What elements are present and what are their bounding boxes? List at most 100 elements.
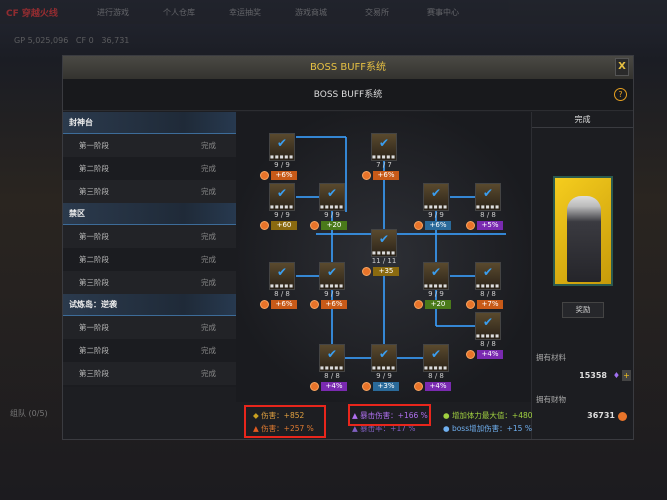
stage-label: 第二阶段: [79, 255, 109, 264]
stars-icon: ■■■■■: [270, 204, 294, 209]
hp-icon: ●: [443, 411, 450, 420]
stage-group-header[interactable]: 封神台: [63, 112, 236, 134]
stage-row[interactable]: 第二阶段完成: [63, 339, 236, 362]
coin-icon: [310, 382, 319, 391]
buff-node[interactable]: ✔■■■■■ 8 / 8 +4%: [414, 344, 451, 391]
stage-group-header[interactable]: 禁区: [63, 203, 236, 225]
stage-group-header[interactable]: 试炼岛：逆袭: [63, 294, 236, 316]
buff-node[interactable]: ✔■■■■■ 8 / 8 +4%: [466, 312, 503, 359]
node-portrait: ✔■■■■■: [371, 344, 397, 372]
node-count: 9 / 9: [376, 372, 392, 380]
node-bonus: +7%: [466, 300, 503, 309]
buff-node[interactable]: ✔■■■■■ 11 / 11 +35: [362, 229, 399, 276]
close-button[interactable]: X: [615, 58, 629, 76]
check-icon: ✔: [379, 232, 390, 246]
buff-node[interactable]: ✔■■■■■ 9 / 9 +6%: [260, 133, 297, 180]
nav-item[interactable]: 交易所: [365, 7, 389, 17]
subtitle: BOSS BUFF系统: [313, 90, 383, 100]
bonus-value: +6%: [425, 221, 451, 230]
buff-damage-flat: ◆ 伤害：+852: [253, 411, 305, 420]
buff-node[interactable]: ✔■■■■■ 9 / 9 +6%: [414, 183, 451, 230]
coin-icon: [362, 171, 371, 180]
bonus-value: +7%: [477, 300, 503, 309]
help-icon[interactable]: ?: [614, 88, 627, 101]
stars-icon: ■■■■■: [320, 204, 344, 209]
stage-status: 完成: [201, 141, 216, 150]
node-bonus: +5%: [466, 221, 503, 230]
coin-icon: [362, 382, 371, 391]
bonus-value: +3%: [373, 382, 399, 391]
stage-row[interactable]: 第一阶段 完成: [63, 316, 236, 339]
stage-row[interactable]: 第一阶段 完成: [63, 134, 236, 157]
reward-button[interactable]: 奖励: [562, 302, 604, 318]
node-bonus: +4%: [466, 350, 503, 359]
buff-node[interactable]: ✔■■■■■ 9 / 9 +6%: [310, 262, 347, 309]
stage-status: 完成: [201, 232, 216, 241]
buff-node[interactable]: ✔■■■■■ 8 / 8 +6%: [260, 262, 297, 309]
buff-node[interactable]: ✔■■■■■ 9 / 9 +60: [260, 183, 297, 230]
nav-item[interactable]: 进行游戏: [97, 7, 129, 17]
nav-item[interactable]: 个人仓库: [163, 7, 195, 17]
buff-node[interactable]: ✔■■■■■ 8 / 8 +4%: [310, 344, 347, 391]
stage-row[interactable]: 第三阶段完成: [63, 180, 236, 203]
stars-icon: ■■■■■: [424, 365, 448, 370]
buff-node[interactable]: ✔■■■■■ 8 / 8 +7%: [466, 262, 503, 309]
crit-rate-icon: ▲: [352, 424, 358, 433]
coin-icon: [414, 221, 423, 230]
hero-portrait: [567, 196, 601, 282]
check-icon: ✔: [327, 347, 338, 361]
buff-node[interactable]: ✔■■■■■ 9 / 9 +20: [414, 262, 451, 309]
coin-icon: [310, 221, 319, 230]
nav-item[interactable]: 游戏商城: [295, 7, 327, 17]
stars-icon: ■■■■■: [372, 365, 396, 370]
stage-row[interactable]: 第二阶段完成: [63, 157, 236, 180]
buff-damage-pct: ▲ 伤害：+257 %: [253, 424, 314, 433]
node-portrait: ✔■■■■■: [423, 344, 449, 372]
crystal-icon: ♦: [612, 371, 620, 380]
buff-boss-damage: ● boss增加伤害：+15 %: [443, 424, 532, 433]
nav-item[interactable]: 幸运抽奖: [229, 7, 261, 17]
check-icon: ✔: [431, 265, 442, 279]
node-count: 9 / 9: [428, 211, 444, 219]
add-material-button[interactable]: +: [622, 370, 631, 381]
bonus-value: +4%: [425, 382, 451, 391]
node-bonus: +35: [362, 267, 399, 276]
coin-icon: [466, 350, 475, 359]
node-bonus: +3%: [362, 382, 399, 391]
stage-row[interactable]: 第二阶段完成: [63, 248, 236, 271]
buff-node[interactable]: ✔■■■■■ 9 / 9 +3%: [362, 344, 399, 391]
stage-status: 完成: [201, 323, 216, 332]
buff-node[interactable]: ✔■■■■■ 7 / 7 +6%: [362, 133, 399, 180]
bonus-value: +5%: [477, 221, 503, 230]
buff-node[interactable]: ✔■■■■■ 8 / 8 +5%: [466, 183, 503, 230]
check-icon: ✔: [483, 315, 494, 329]
node-count: 8 / 8: [480, 211, 496, 219]
buff-max-hp: ● 增加体力最大值：+480: [443, 411, 533, 420]
stars-icon: ■■■■■: [424, 204, 448, 209]
node-count: 8 / 8: [480, 340, 496, 348]
stage-row[interactable]: 第一阶段 完成: [63, 225, 236, 248]
coin-icon: [310, 300, 319, 309]
node-bonus: +6%: [260, 171, 297, 180]
node-count: 9 / 9: [324, 290, 340, 298]
node-count: 7 / 7: [376, 161, 392, 169]
gp-value: GP 5,025,096: [14, 36, 69, 45]
fire-icon: ▲: [253, 424, 259, 433]
bonus-value: +6%: [271, 171, 297, 180]
stage-status: 完成: [201, 187, 216, 196]
stars-icon: ■■■■■: [270, 283, 294, 288]
stage-row[interactable]: 第三阶段完成: [63, 271, 236, 294]
check-icon: ✔: [327, 186, 338, 200]
stage-label: 第一阶段: [79, 323, 109, 332]
check-icon: ✔: [277, 136, 288, 150]
node-bonus: +6%: [260, 300, 297, 309]
node-bonus: +20: [414, 300, 451, 309]
stage-status: 完成: [201, 164, 216, 173]
stage-row[interactable]: 第三阶段完成: [63, 362, 236, 385]
stage-label: 第一阶段: [79, 232, 109, 241]
stage-group: 第一阶段 完成第二阶段完成第三阶段完成: [63, 316, 236, 385]
nav-item[interactable]: 赛事中心: [427, 7, 459, 17]
bonus-value: +20: [425, 300, 451, 309]
stage-label: 第一阶段: [79, 141, 109, 150]
buff-node[interactable]: ✔■■■■■ 9 / 9 +20: [310, 183, 347, 230]
